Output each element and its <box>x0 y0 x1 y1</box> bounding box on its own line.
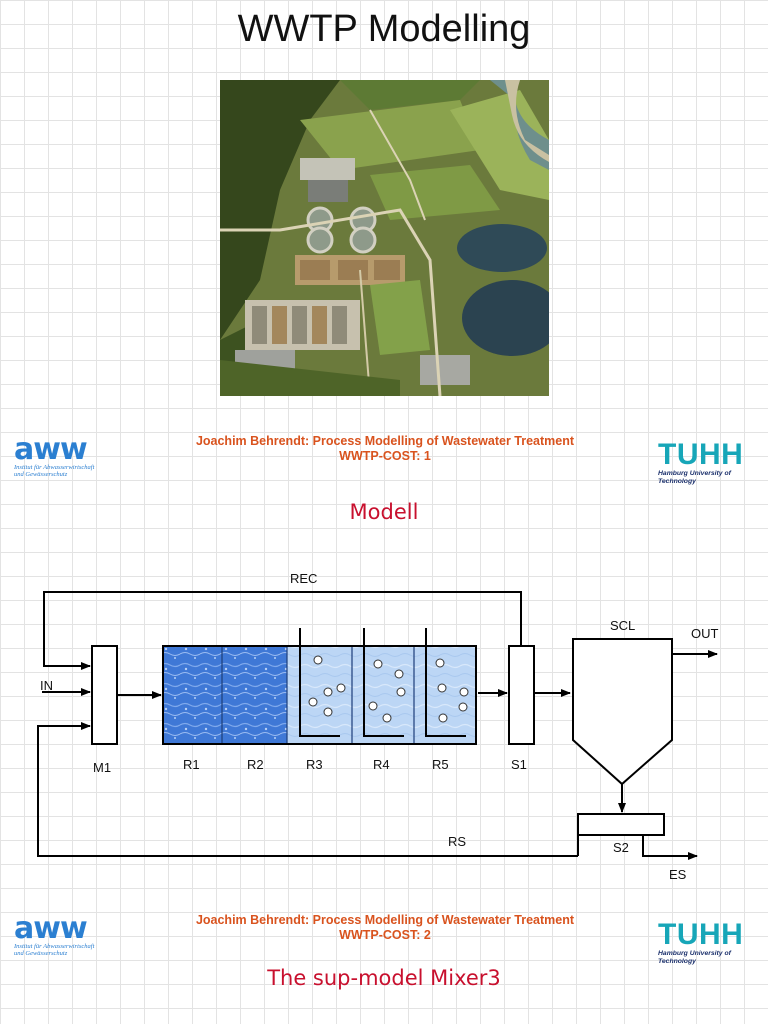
footer-author-line: Joachim Behrendt: Process Modelling of W… <box>195 913 575 927</box>
r4-aerator <box>363 628 404 737</box>
label-m1: M1 <box>93 760 111 775</box>
aerial-photo-illustration <box>220 80 549 396</box>
label-out: OUT <box>691 626 719 641</box>
tuhh-logo: TUHH Hamburg University of Technology <box>658 440 768 486</box>
label-r3: R3 <box>306 757 323 772</box>
aww-logo-2: aww Institut für Abwasserwirtschaft und … <box>14 911 114 958</box>
aww-logo: aww Institut für Abwasserwirtschaft und … <box>14 432 114 479</box>
label-s2: S2 <box>613 840 629 855</box>
footer-author-line: Joachim Behrendt: Process Modelling of W… <box>195 434 575 448</box>
label-rs: RS <box>448 834 466 849</box>
tuhh-logo-subtitle: Hamburg University of Technology <box>658 470 731 485</box>
r5-aerator <box>425 628 466 737</box>
footer-slide-number: WWTP-COST: 1 <box>339 449 431 463</box>
tuhh-logo-word: TUHH <box>658 918 744 951</box>
s1-splitter-box <box>508 645 535 745</box>
scl-clarifier <box>572 638 673 786</box>
rec-recycle-line <box>43 591 522 670</box>
label-r1: R1 <box>183 757 200 772</box>
label-r4: R4 <box>373 757 390 772</box>
label-in: IN <box>40 678 53 693</box>
aww-logo-word: aww <box>14 432 88 467</box>
s2-splitter-box <box>577 813 665 836</box>
tuhh-logo-subtitle: Hamburg University of Technology <box>658 950 731 965</box>
slide1-footer: Joachim Behrendt: Process Modelling of W… <box>150 434 620 464</box>
slide2-footer: Joachim Behrendt: Process Modelling of W… <box>150 913 620 943</box>
r1-anoxic-zone <box>164 647 222 743</box>
plant-flow-diagram: REC IN RS M1 R1 R2 R3 R4 R5 S1 SCL O <box>37 571 719 882</box>
tuhh-logo-word: TUHH <box>658 438 744 471</box>
label-r2: R2 <box>247 757 264 772</box>
slide3-heading: The sup-model Mixer3 <box>267 966 501 990</box>
m1-mixer-box <box>91 645 118 745</box>
aerial-plant-photo <box>220 80 549 396</box>
label-r5: R5 <box>432 757 449 772</box>
r4-aerobic-zone <box>352 647 414 743</box>
label-es: ES <box>669 867 687 882</box>
air-bubbles <box>308 655 469 723</box>
r3-aerator <box>299 628 340 737</box>
tuhh-logo-2: TUHH Hamburg University of Technology <box>658 920 768 966</box>
aww-logo-subtitle-2: und Gewässerschutz <box>14 471 68 478</box>
slide-title: WWTP Modelling <box>237 8 531 50</box>
label-rec: REC <box>290 571 317 586</box>
aww-logo-subtitle-2: und Gewässerschutz <box>14 950 68 957</box>
aww-logo-word: aww <box>14 911 88 946</box>
r2-anoxic-zone <box>222 647 287 743</box>
aww-logo-subtitle-1: Institut für Abwasserwirtschaft <box>14 464 95 471</box>
slide2-heading: Modell <box>349 500 419 524</box>
footer-slide-number: WWTP-COST: 2 <box>339 928 431 942</box>
label-scl: SCL <box>610 618 635 633</box>
aww-logo-subtitle-1: Institut für Abwasserwirtschaft <box>14 943 95 950</box>
label-s1: S1 <box>511 757 527 772</box>
rs-return-line <box>37 722 578 857</box>
es-excess-sludge-arrow <box>642 835 698 860</box>
